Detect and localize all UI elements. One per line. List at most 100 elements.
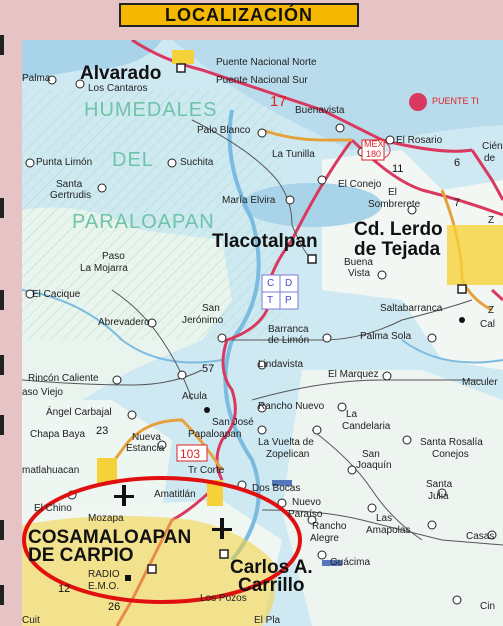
marker-dot xyxy=(204,407,210,413)
edge-mark xyxy=(0,290,4,310)
place-palo-blanco: Palo Blanco xyxy=(197,125,251,136)
place-tlacotalpan: Tlacotalpan xyxy=(212,231,318,252)
river xyxy=(22,289,223,364)
city-markers xyxy=(147,63,467,574)
route-57: 57 xyxy=(202,363,215,375)
label-puente-ti: PUENTE TI xyxy=(432,96,479,106)
place-puente-sur: Puente Nacional Sur xyxy=(216,75,308,86)
place-dos-bocas: Dos Bocas xyxy=(252,483,301,494)
place-paso: Paso xyxy=(102,251,125,262)
highway-180-east xyxy=(350,138,503,217)
label-emo: E.M.O. xyxy=(88,581,120,592)
place-san: San xyxy=(202,303,220,314)
place-maculer: Maculer xyxy=(462,377,498,388)
place-sombrerete: Sombrerete xyxy=(368,199,421,210)
place-de: de xyxy=(484,153,496,164)
place-cd-lerdo: Cd. Lerdo xyxy=(354,219,443,240)
place-el: El xyxy=(388,187,397,198)
lagoon xyxy=(22,40,162,80)
edge-mark xyxy=(0,355,4,375)
place-carrillo: Carrillo xyxy=(238,575,305,596)
place-palma-sola: Palma Sola xyxy=(360,331,412,342)
place-amatitlan: Amatitlán xyxy=(154,489,196,500)
place-nuevo: Nuevo xyxy=(292,497,321,508)
place-el-chino: El Chino xyxy=(34,503,72,514)
town-markers xyxy=(25,75,497,605)
place-el-conejo: El Conejo xyxy=(338,179,382,190)
place-z: Z xyxy=(488,215,495,226)
place-el-marquez: El Marquez xyxy=(328,369,379,380)
minor-road xyxy=(231,299,473,341)
place-barranca: Barranca xyxy=(268,324,309,335)
label-radio: RADIO xyxy=(88,569,120,580)
river xyxy=(401,339,503,364)
place-candelaria: Candelaria xyxy=(342,421,391,432)
place-carlos: Carlos A. xyxy=(230,557,313,578)
place-la-vuelta: La Vuelta de xyxy=(258,437,314,448)
place-estancia: Estancia xyxy=(126,443,165,454)
place-cal: Cal xyxy=(480,319,496,330)
label-paraloapan: PARALOAPAN xyxy=(72,211,215,233)
place-maria-elvira: María Elvira xyxy=(222,195,276,206)
boat-icon xyxy=(272,480,292,486)
place-z2: Z xyxy=(488,305,495,316)
place-papaloapan: Papaloapan xyxy=(188,429,242,440)
bridge-icon xyxy=(409,93,427,111)
place-santa-rosalia: Santa Rosalía xyxy=(420,437,483,448)
minor-road xyxy=(111,289,193,401)
route-shield-180 xyxy=(361,139,385,161)
place-paraiso: Paraíso xyxy=(288,509,323,520)
legend-d: D xyxy=(285,278,293,289)
place-cuit: Cuit xyxy=(22,615,40,626)
place-vista: Vista xyxy=(348,268,371,279)
town-area xyxy=(97,458,117,484)
label-humedales: HUMEDALES xyxy=(84,99,218,121)
road-23: 23 xyxy=(96,425,109,437)
place-guacima: Guácima xyxy=(330,557,371,568)
place-saltabarranca: Saltabarranca xyxy=(380,303,443,314)
place-la: La xyxy=(346,409,358,420)
page-title: LOCALIZACIÓN xyxy=(119,3,359,27)
place-palma: Palma xyxy=(22,73,51,84)
route-17: 17 xyxy=(270,93,287,110)
highlight-ellipse xyxy=(22,476,302,604)
place-los-pozos: Los Pozos xyxy=(200,593,247,604)
road-26: 26 xyxy=(108,601,121,613)
highway-175 xyxy=(215,139,354,481)
edge-mark xyxy=(0,35,4,55)
road-7: 7 xyxy=(454,197,461,209)
place-de-carpio: DE CARPIO xyxy=(28,545,134,566)
place-punta-limon: Punta Limón xyxy=(36,157,93,168)
place-rincon-caliente: Rincón Caliente xyxy=(28,373,99,384)
airport-icons xyxy=(114,485,232,539)
minor-road xyxy=(311,429,423,541)
town-area-alvarado xyxy=(172,50,194,64)
town-area xyxy=(207,480,223,506)
place-zopelican: Zopelican xyxy=(266,449,310,460)
highway-east xyxy=(490,288,503,302)
road-6: 6 xyxy=(454,157,461,169)
town-area-lerdo xyxy=(447,225,503,285)
place-los-cantaros: Los Cantaros xyxy=(88,83,148,94)
place-rancho-nuevo: Rancho Nuevo xyxy=(258,401,325,412)
place-tres-cortes: Tr Corte xyxy=(188,465,225,476)
label-del: DEL xyxy=(112,149,154,171)
place-de-limon: de Limón xyxy=(268,335,310,346)
place-angel-carbajal: Ángel Carbajal xyxy=(46,407,112,418)
minor-road xyxy=(251,379,482,401)
road-11: 11 xyxy=(392,163,404,175)
place-puente-norte: Puente Nacional Norte xyxy=(216,57,317,68)
place-lindavista: Lindavista xyxy=(258,359,304,370)
legend-c: C xyxy=(267,278,275,289)
edge-mark xyxy=(0,415,4,435)
place-alvarado: Alvarado xyxy=(80,63,162,84)
marker-dot xyxy=(459,317,465,323)
legend-t: T xyxy=(267,295,274,306)
location-map[interactable]: Alvarado Los Cantaros Palma Puente Nacio… xyxy=(22,40,503,626)
highway-east xyxy=(470,149,503,201)
edge-mark xyxy=(0,198,4,218)
place-el-cacique: El Cacique xyxy=(32,289,81,300)
place-jeronimo: Jerónimo xyxy=(182,315,224,326)
place-cien: Cién xyxy=(482,141,503,152)
place-conejos: Conejos xyxy=(432,449,469,460)
